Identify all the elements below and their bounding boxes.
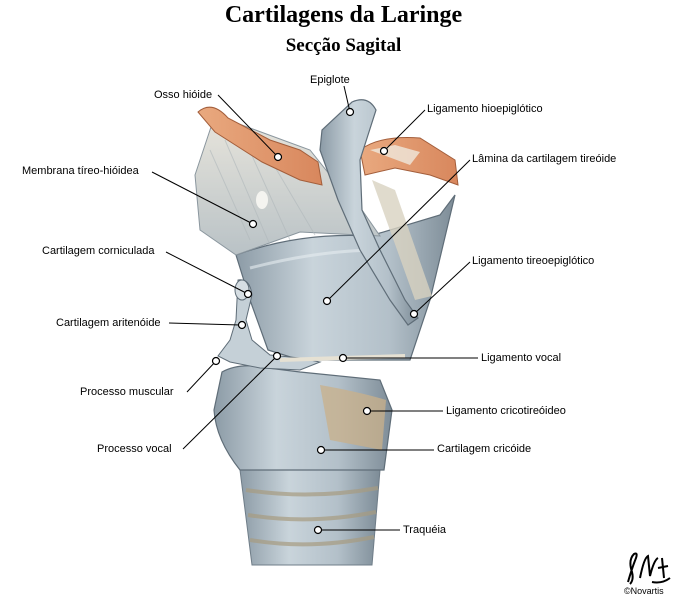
label-points bbox=[211, 107, 419, 535]
label-processo-vocal: Processo vocal bbox=[97, 443, 172, 455]
artist-signature bbox=[627, 552, 671, 585]
leader-lines bbox=[151, 85, 478, 531]
label-cartilagem-aritenoide: Cartilagem aritenóide bbox=[56, 317, 161, 329]
label-ligamento-tireoepiglotico: Ligamento tireoepiglótico bbox=[472, 255, 595, 267]
label-processo-muscular: Processo muscular bbox=[80, 386, 174, 398]
trachea bbox=[239, 469, 381, 566]
label-osso-hioide: Osso hióide bbox=[154, 89, 213, 101]
label-traqueia: Traquéia bbox=[403, 524, 447, 536]
diagram-subtitle: Secção Sagital bbox=[285, 35, 402, 56]
copyright-text: ©Novartis bbox=[624, 586, 664, 596]
label-ligamento-vocal: Ligamento vocal bbox=[481, 352, 562, 364]
diagram-title: Cartilagens da Laringe bbox=[224, 2, 463, 28]
label-membrana-tireo-hioidea: Membrana tíreo-hióidea bbox=[22, 165, 139, 177]
label-lamina-cartilagem-tireoide: Lâmina da cartilagem tireóide bbox=[472, 153, 617, 165]
epiglottis bbox=[319, 99, 432, 326]
label-ligamento-hioepiglotico: Ligamento hioepiglótico bbox=[427, 103, 543, 115]
label-cartilagem-cricoide: Cartilagem cricóide bbox=[437, 443, 532, 455]
label-epiglote: Epiglote bbox=[310, 74, 350, 86]
cricoid-cartilage bbox=[213, 365, 393, 471]
label-ligamento-cricotireoideo: Ligamento cricotireóideo bbox=[446, 405, 566, 417]
label-cartilagem-corniculada: Cartilagem corniculada bbox=[42, 245, 155, 257]
